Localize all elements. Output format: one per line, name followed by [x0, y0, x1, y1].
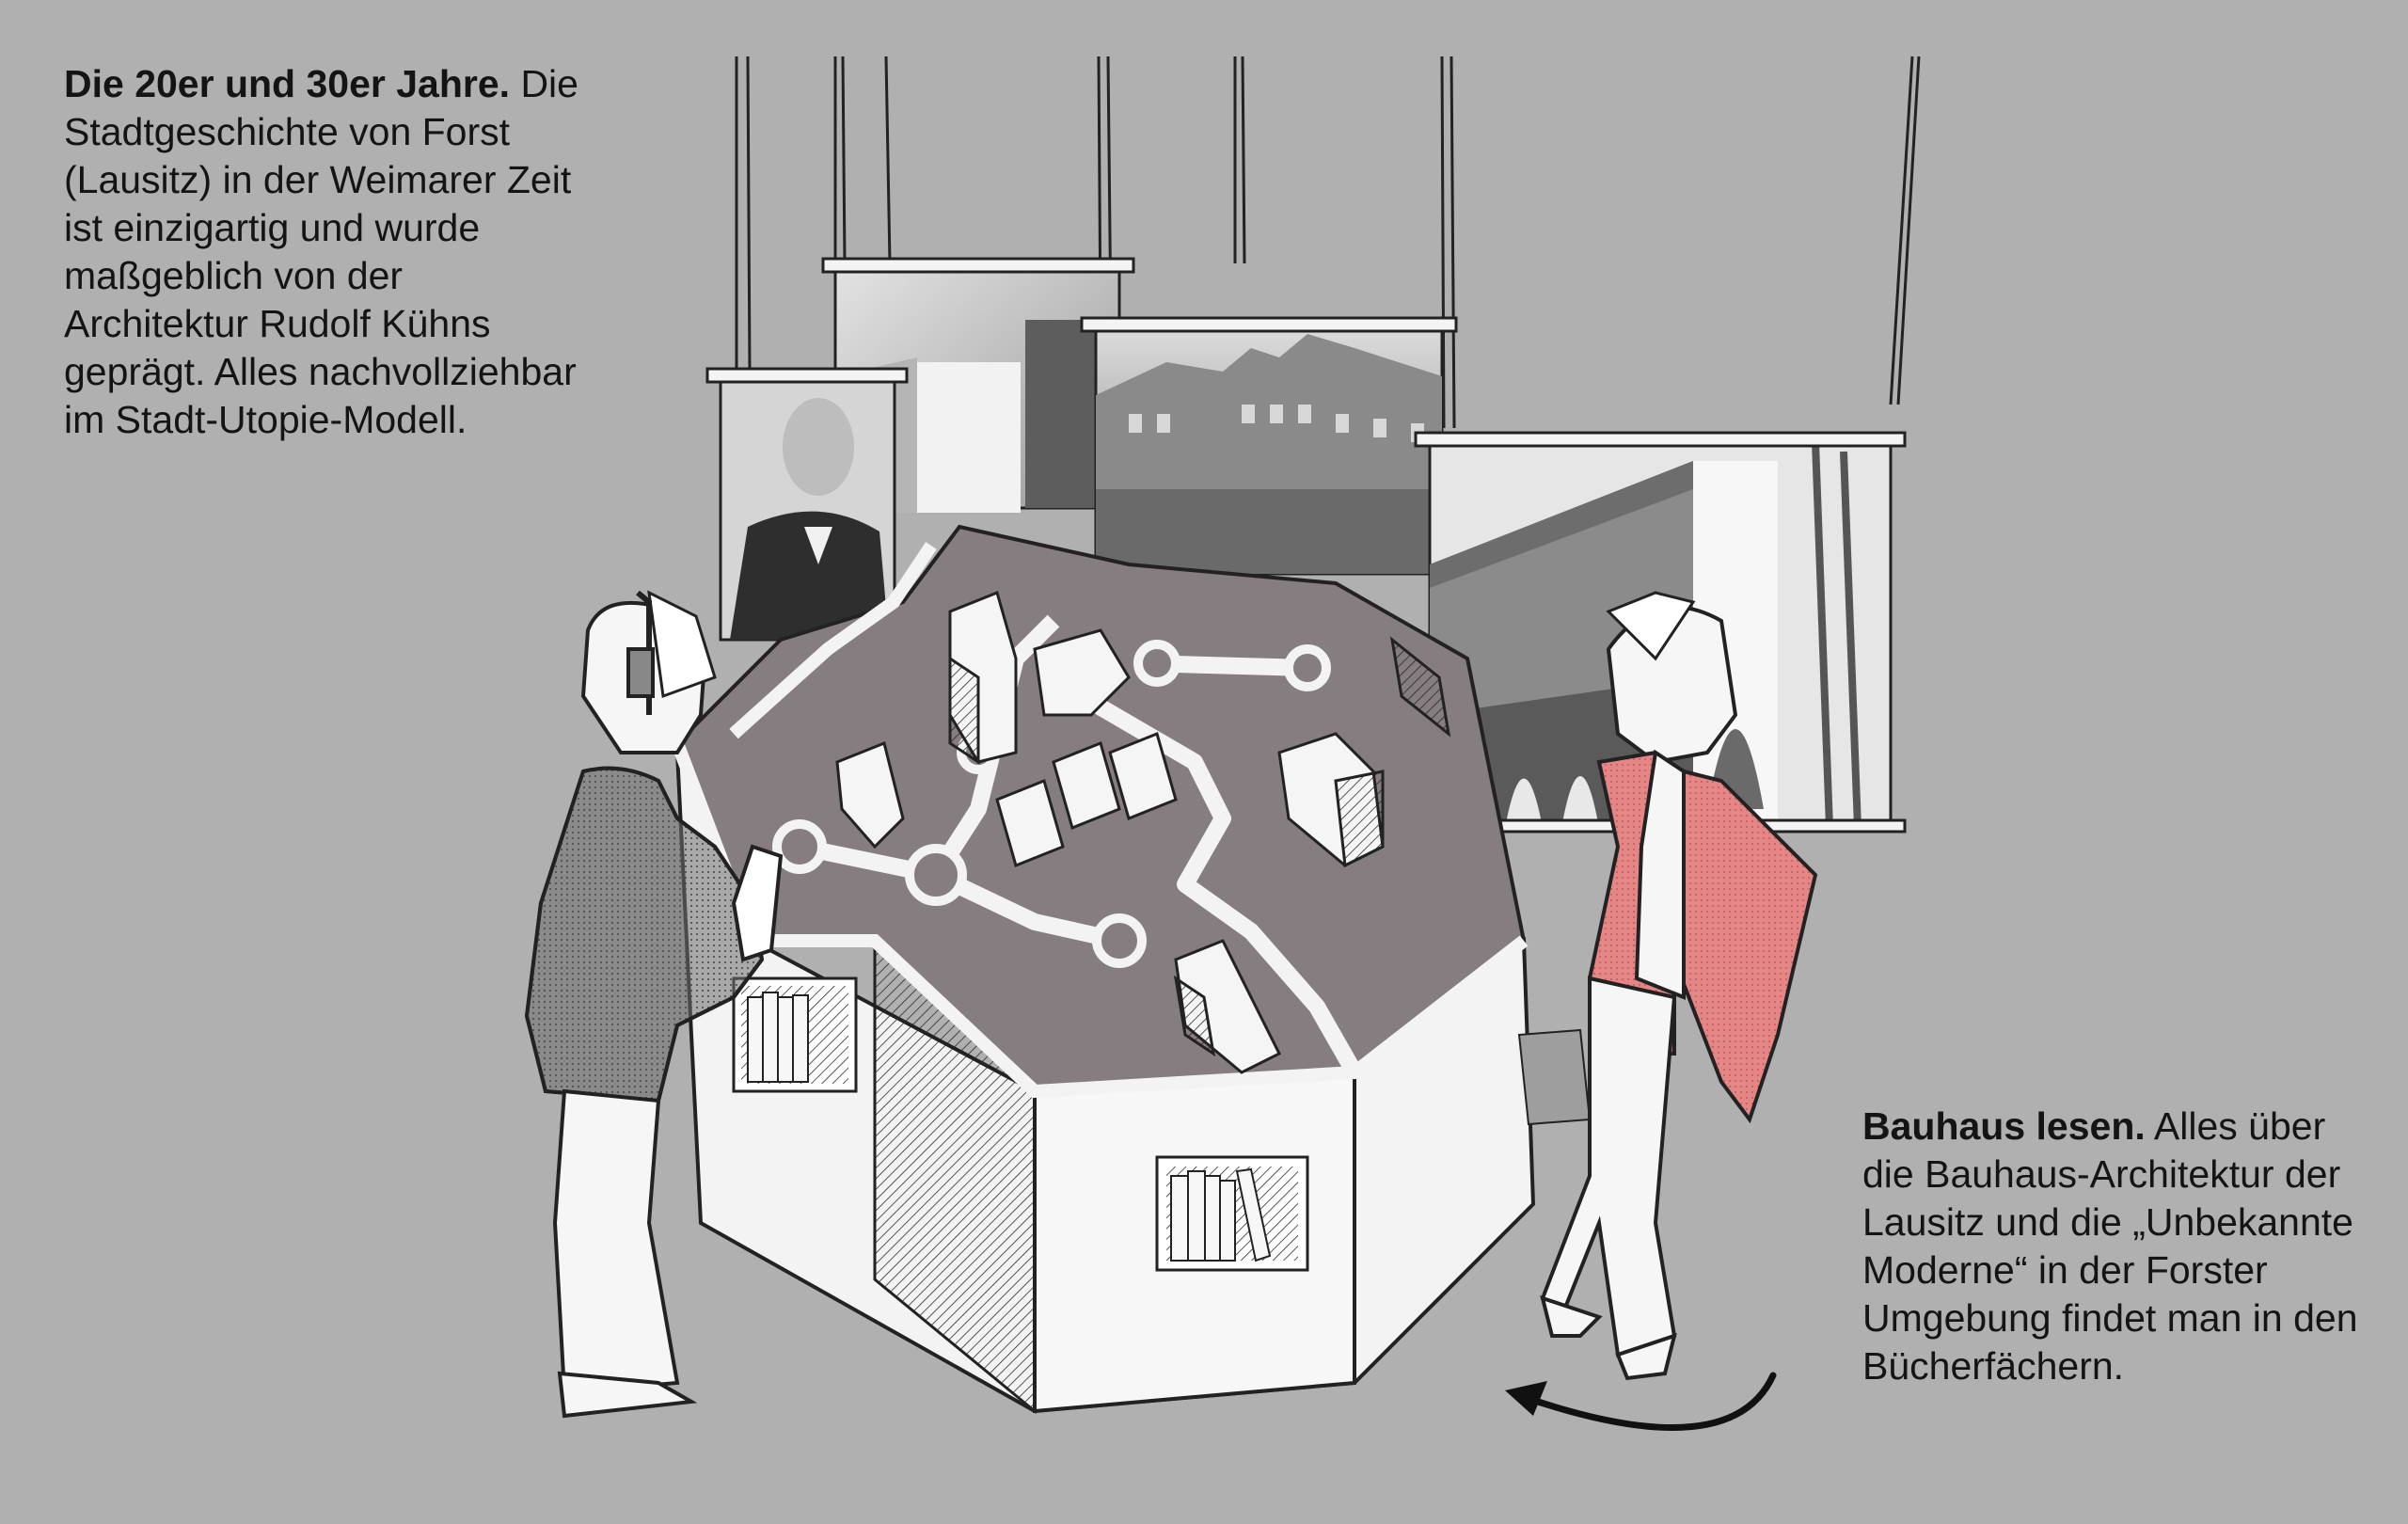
city-utopia-model-table	[671, 524, 1592, 1415]
hanging-strings	[735, 56, 1921, 429]
caption-bottom-body: Alles über die Bauhaus-Architektur der L…	[1862, 1104, 2358, 1388]
photo-banner-portrait-rudolf-kuehn	[705, 367, 909, 642]
visitor-in-red-jacket	[1540, 591, 1818, 1381]
caption-top-body: Die Stadtgeschichte von Forst (Lausitz) …	[64, 62, 578, 441]
caption-top-lead: Die 20er und 30er Jahre.	[64, 62, 511, 105]
photo-banner-street	[1080, 316, 1458, 576]
caption-bauhaus-reading: Bauhaus lesen. Alles über die Bauhaus-Ar…	[1862, 1103, 2370, 1390]
curved-arrow-icon	[1505, 1372, 1777, 1431]
visitor-with-headphones	[524, 590, 784, 1419]
caption-twenties-thirties: Die 20er und 30er Jahre. Die Stadtgeschi…	[64, 60, 591, 444]
book-compartment-front	[1155, 1155, 1309, 1272]
book-compartment-left	[732, 976, 858, 1093]
caption-bottom-lead: Bauhaus lesen.	[1862, 1104, 2146, 1148]
